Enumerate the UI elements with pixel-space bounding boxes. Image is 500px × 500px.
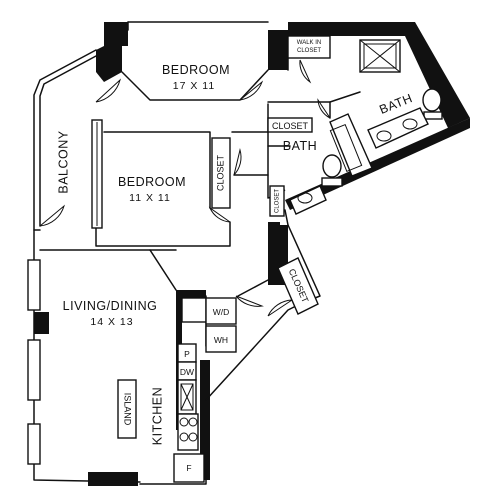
walk-in-closet-label-2: CLOSET bbox=[297, 48, 321, 54]
closet-tiny-label: CLOSET bbox=[275, 189, 281, 213]
living-dining-name: LIVING/DINING bbox=[63, 299, 158, 313]
pantry: P bbox=[177, 343, 197, 363]
walk-in-closet-label-1: WALK IN bbox=[297, 40, 321, 46]
pantry-label: P bbox=[184, 349, 190, 359]
balcony-name: BALCONY bbox=[56, 130, 70, 193]
closet-tiny-box bbox=[269, 185, 285, 217]
balcony-rail bbox=[91, 119, 103, 229]
closet-entry-box bbox=[277, 257, 319, 315]
closet-top-box bbox=[267, 117, 313, 133]
wh-label: WH bbox=[214, 335, 228, 345]
windows bbox=[27, 259, 41, 465]
bedroom-2-dims: 11 X 11 bbox=[129, 192, 171, 204]
bathtub bbox=[329, 113, 373, 177]
kitchen-island: ISLAND bbox=[117, 379, 137, 439]
toilet-1 bbox=[321, 154, 343, 187]
closet-bedroom-box bbox=[211, 137, 231, 209]
closet-bedroom-label: CLOSET bbox=[215, 154, 225, 191]
water-heater: WH bbox=[205, 325, 237, 353]
kitchen-name: KITCHEN bbox=[150, 387, 164, 445]
refrigerator: F bbox=[173, 453, 205, 483]
dishwasher-label: DW bbox=[180, 367, 194, 377]
sink bbox=[177, 379, 197, 415]
living-dining-dims: 14 X 13 bbox=[90, 316, 133, 328]
bedroom-2-name: BEDROOM bbox=[118, 175, 186, 189]
washer-dryer: W/D bbox=[181, 297, 237, 325]
bedroom-1-dims: 17 X 11 bbox=[173, 80, 215, 92]
bath-1-name: BATH bbox=[283, 139, 317, 153]
walk-in-closet-box bbox=[287, 35, 331, 59]
bedroom-1-name: BEDROOM bbox=[162, 63, 230, 77]
island-label: ISLAND bbox=[123, 393, 133, 426]
dishwasher: DW bbox=[177, 361, 197, 381]
wall-blocks bbox=[34, 22, 470, 486]
closet-top-label: CLOSET bbox=[272, 121, 309, 131]
vanity-2 bbox=[367, 107, 429, 149]
fridge-label: F bbox=[186, 463, 191, 473]
toilet-2 bbox=[422, 88, 443, 120]
range bbox=[177, 413, 199, 451]
vanity-1 bbox=[289, 185, 327, 215]
wd-label: W/D bbox=[213, 307, 230, 317]
shower bbox=[359, 39, 401, 73]
